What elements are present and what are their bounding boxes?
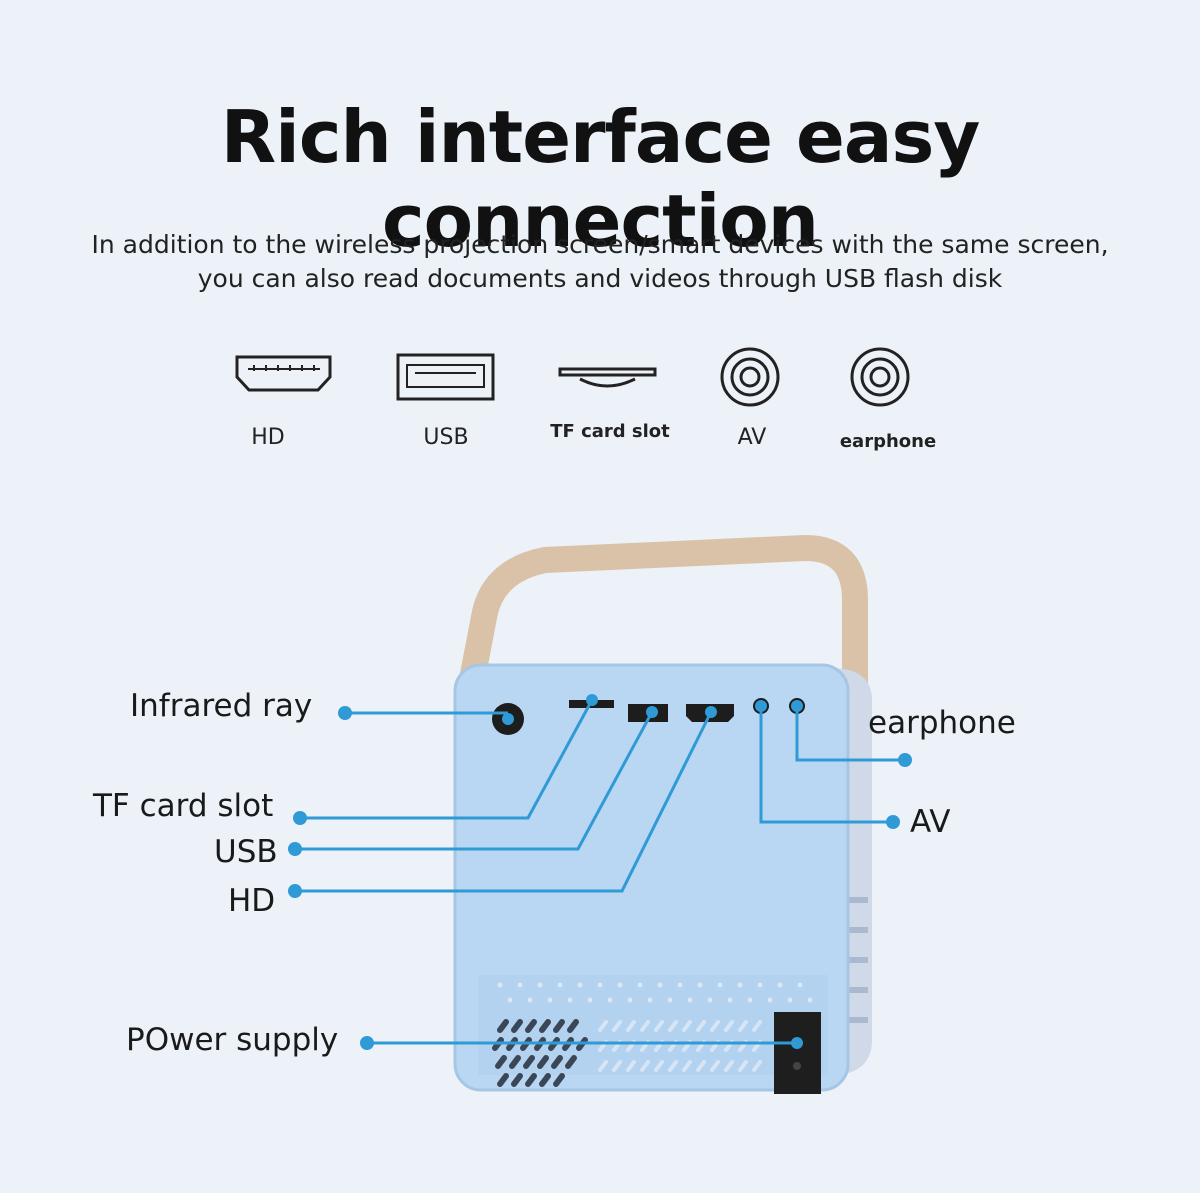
port-icon-row: HD USB TF card slot AV earphone: [0, 345, 1200, 465]
power-socket: [774, 1012, 821, 1094]
projector-handle: [457, 534, 868, 703]
subtitle-line-1: In addition to the wireless projection s…: [91, 230, 1109, 259]
page-subtitle: In addition to the wireless projection s…: [60, 228, 1140, 296]
callout-hd: HD: [228, 883, 276, 919]
port-label-usb: USB: [423, 425, 469, 450]
speaker-grille: [478, 975, 828, 1075]
tf-card-slot-icon: [558, 367, 657, 388]
callout-av: AV: [910, 804, 951, 840]
side-vent: [848, 897, 868, 1023]
av-jack-icon: [720, 347, 780, 407]
port-label-hd: HD: [251, 425, 285, 450]
earphone-jack-icon: [850, 347, 910, 407]
grille-slots-light: [598, 1020, 762, 1072]
hdmi-port-icon: [235, 355, 332, 392]
subtitle-line-2: you can also read documents and videos t…: [197, 264, 1003, 293]
power-socket-pin: [793, 1062, 801, 1070]
port-label-av: AV: [737, 425, 767, 450]
usb-port-icon: [396, 353, 495, 401]
port-icons-svg: [235, 347, 910, 407]
callout-lines: [295, 699, 905, 1045]
callout-tf-card-slot: TF card slot: [93, 788, 274, 824]
callout-usb: USB: [214, 834, 278, 870]
callout-earphone: earphone: [868, 705, 1016, 741]
page-title: Rich interface easy connection: [220, 95, 981, 263]
callout-infrared-ray: Infrared ray: [130, 688, 313, 724]
grille-dots: [497, 982, 813, 1003]
port-label-tf: TF card slot: [550, 421, 670, 442]
callout-dots: [288, 694, 912, 1050]
callout-power-supply: POwer supply: [126, 1022, 339, 1058]
port-label-earphone: earphone: [839, 431, 937, 452]
